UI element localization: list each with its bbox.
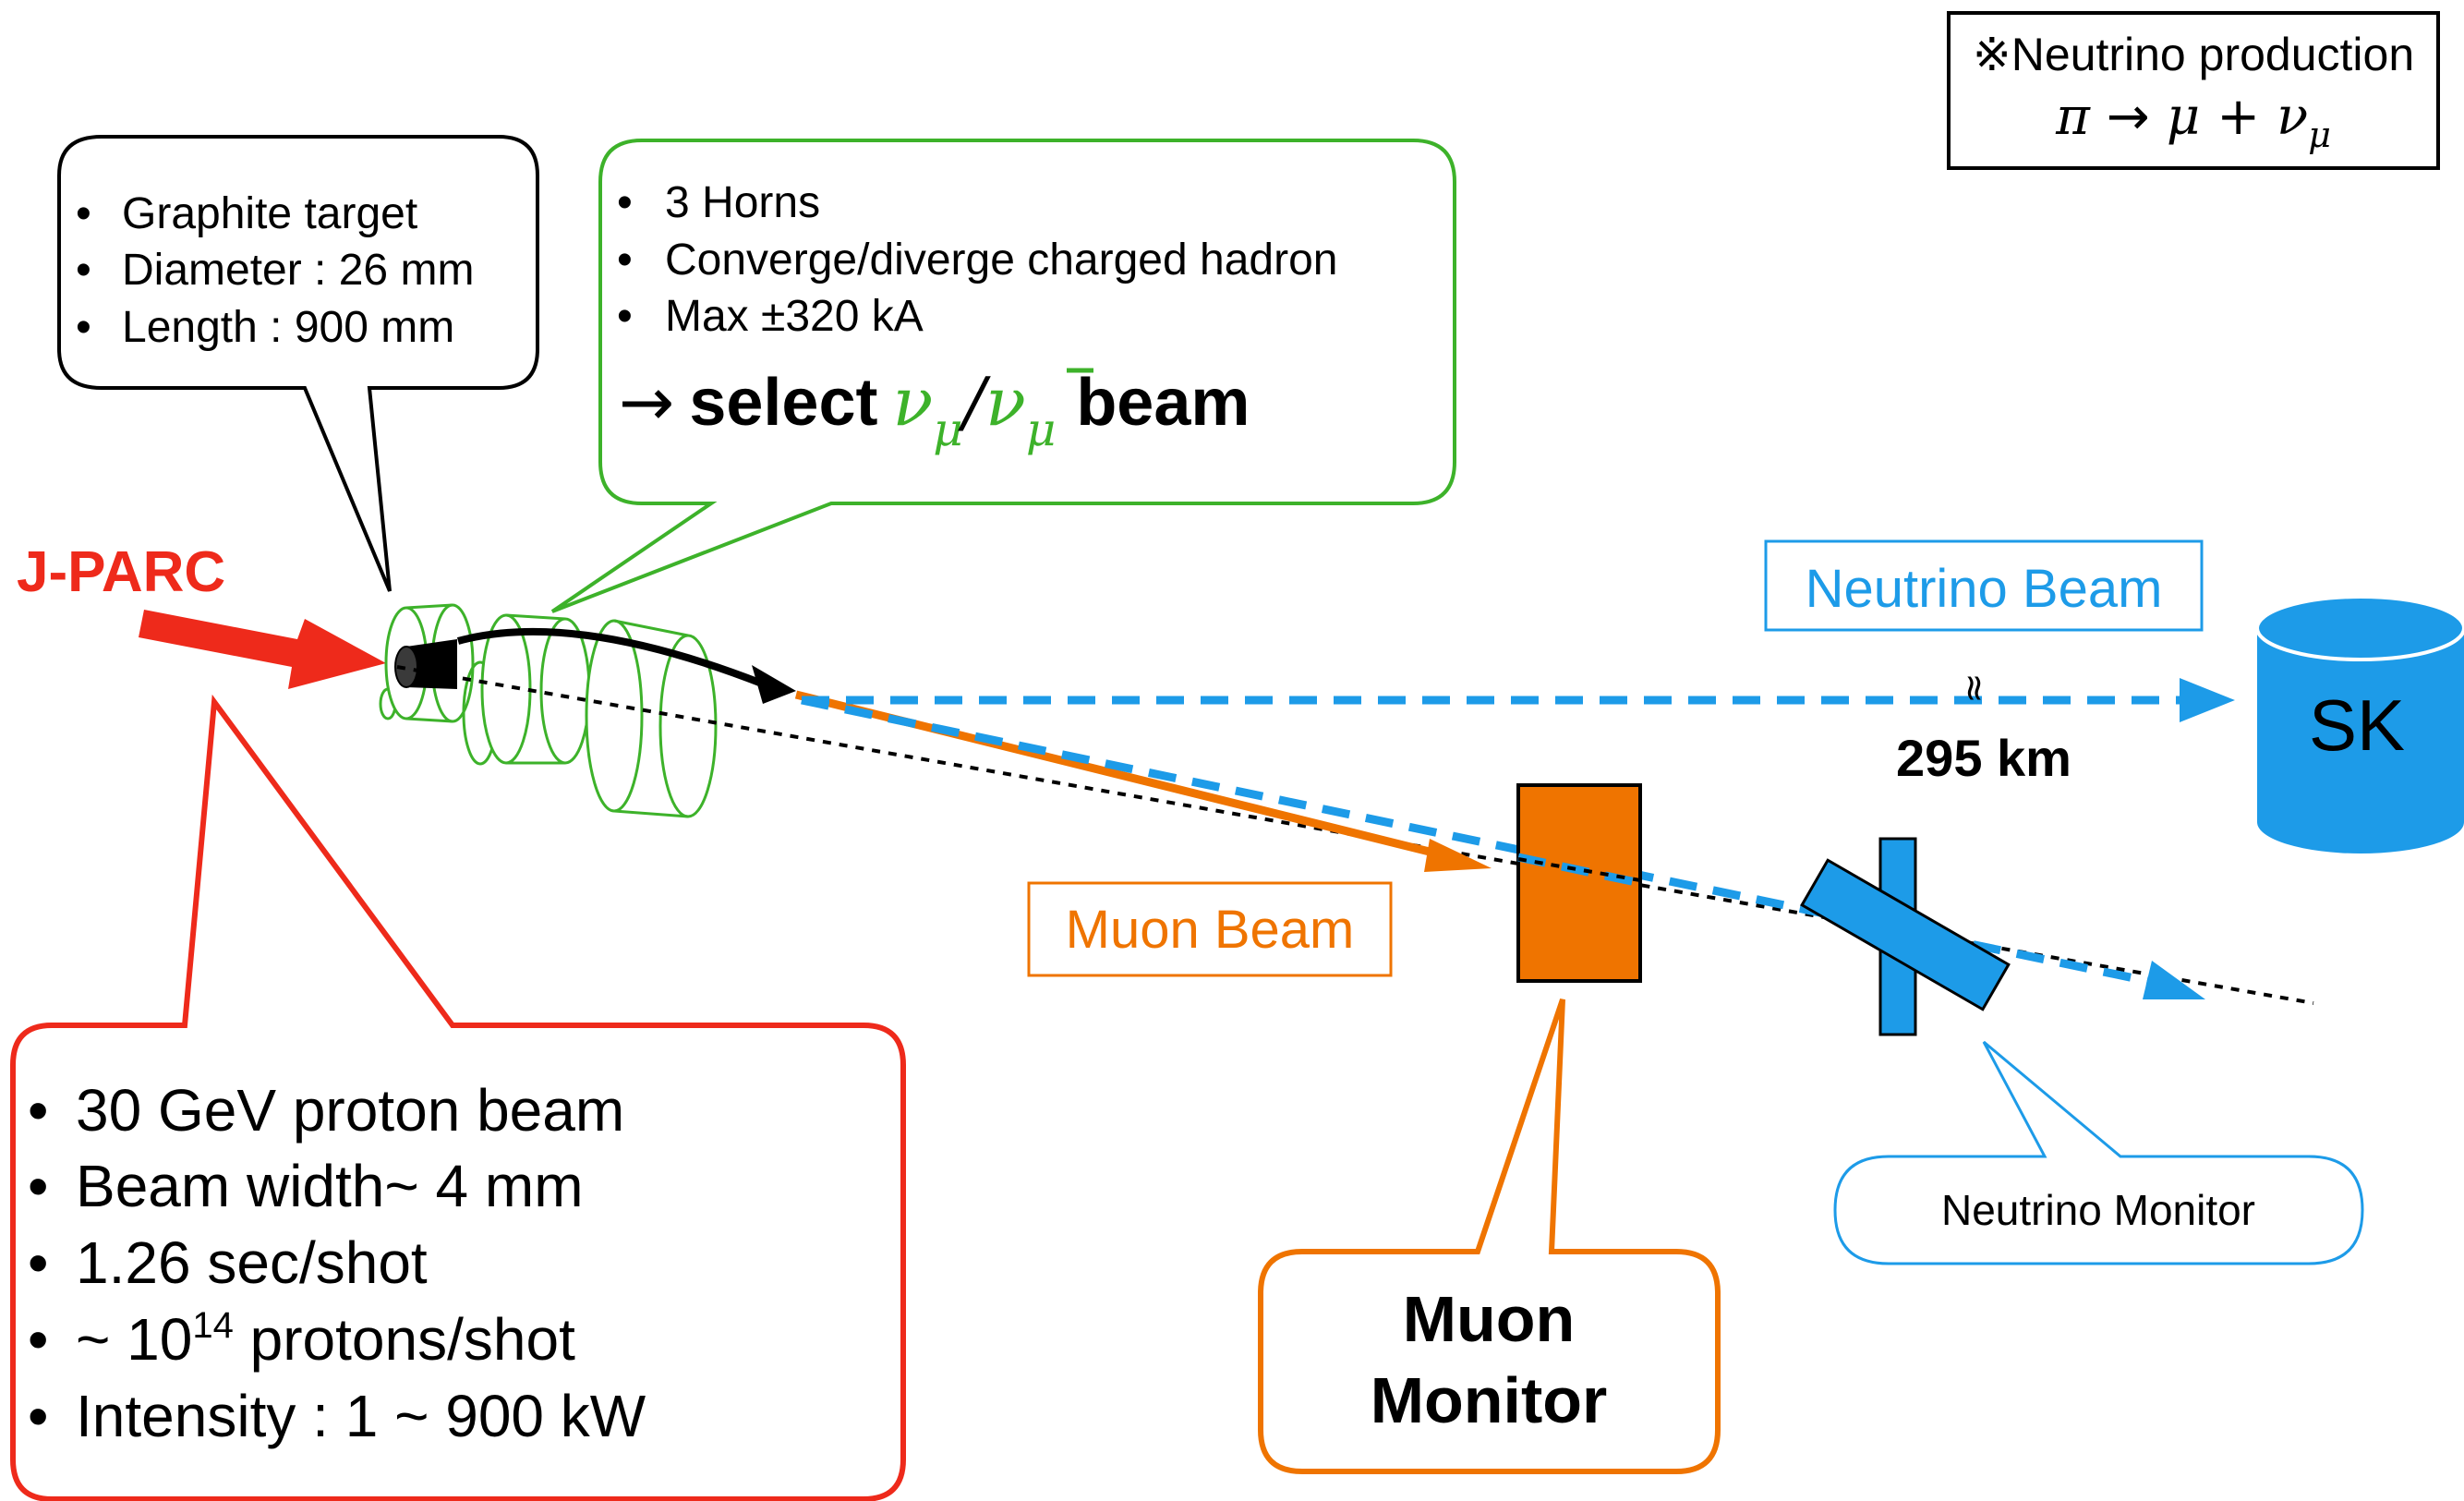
anti-nu-mu-sub: μ	[1026, 403, 1057, 456]
target-callout-bubble	[57, 135, 539, 592]
graphite-target	[406, 639, 457, 689]
sk-detector: SK	[2255, 595, 2464, 853]
neutrino-beam-label-box	[1764, 539, 2204, 632]
pion-decay-formula: π→μ+νμ	[2055, 87, 2331, 155]
select-beam-word: beam	[1076, 366, 1250, 440]
horn-item-3: Max ±320 kA	[665, 292, 924, 341]
horn-3	[658, 634, 718, 818]
graphite-target-face	[394, 646, 418, 688]
formula-plus: +	[2216, 87, 2260, 147]
sk-label: SK	[2309, 684, 2405, 766]
proton-callout-bubble	[10, 694, 906, 1501]
muon-monitor-label-line-1: Muon	[1403, 1283, 1576, 1355]
anti-nu-mu-symbol: ν	[985, 363, 1026, 441]
target-bullet-1: •	[76, 189, 91, 238]
muon-monitor-bubble	[1258, 999, 1721, 1474]
muon-monitor-block	[1516, 783, 1642, 983]
formula-pi: π	[2055, 87, 2091, 147]
horn-bullet-3: •	[617, 292, 633, 341]
proton-item-4-suffix: protons/shot	[234, 1306, 575, 1373]
horn-item-1: 3 Horns	[665, 178, 820, 227]
horn-bullet-1: •	[617, 178, 633, 227]
neutrino-monitor-callout: Neutrino Monitor	[1833, 1040, 2364, 1265]
proton-item-1: 30 GeV proton beam	[76, 1077, 624, 1144]
sk-body	[2257, 628, 2464, 853]
sk-top	[2255, 595, 2464, 661]
proton-bullet-3: •	[28, 1229, 48, 1296]
proton-bullet-1: •	[28, 1077, 48, 1144]
note-title: ※Neutrino production	[1973, 29, 2414, 80]
proton-bullet-4: •	[28, 1306, 48, 1373]
neutrino-monitor-offaxis	[1800, 858, 2011, 1011]
target-item-1: Graphite target	[122, 189, 417, 238]
target-item-3: Length : 900 mm	[122, 303, 454, 352]
formula-mu: μ	[2167, 87, 2200, 147]
target-callout: • Graphite target • Diameter : 26 mm • L…	[57, 135, 539, 592]
proton-callout: • 30 GeV proton beam • Beam width~ 4 mm …	[10, 694, 906, 1501]
muon-monitor-label-line-2: Monitor	[1371, 1364, 1608, 1436]
proton-item-2: Beam width~ 4 mm	[76, 1153, 584, 1219]
muon-beam-label-box	[1027, 881, 1393, 977]
horn-callout-bubble	[550, 139, 1456, 613]
formula-nu-sub: μ	[2308, 115, 2331, 155]
distance-label: 295 km	[1896, 729, 2071, 787]
neutrino-monitor-bubble	[1833, 1040, 2364, 1265]
horn-callout: • 3 Horns • Converge/diverge charged had…	[550, 139, 1456, 613]
proton-item-4: ~ 1014 protons/shot	[76, 1305, 575, 1373]
target-item-2: Diameter : 26 mm	[122, 246, 474, 295]
proton-bullet-2: •	[28, 1153, 48, 1219]
nu-mu-sub: μ	[933, 403, 963, 456]
proton-beam-arrow	[139, 610, 386, 689]
neutrino-beam-arrowhead	[2180, 678, 2235, 722]
nu-mu-symbol: ν	[892, 363, 933, 441]
formula-nu: ν	[2277, 87, 2308, 147]
axis-through-monitor	[1517, 857, 1641, 882]
select-word: select	[689, 366, 877, 440]
proton-item-3: 1.26 sec/shot	[76, 1229, 428, 1296]
target-bullet-2: •	[76, 246, 91, 295]
muon-monitor-callout: Muon Monitor	[1258, 999, 1721, 1474]
jparc-label: J-PARC	[17, 540, 225, 604]
neutrino-monitor-label: Neutrino Monitor	[1941, 1186, 2255, 1234]
neutrino-axis-arrowhead	[2143, 961, 2205, 999]
proton-item-4-prefix: ~ 10	[76, 1306, 192, 1373]
horn-3-back	[585, 619, 644, 813]
note-box-frame	[1947, 11, 2440, 170]
distance-break-mark: ≈	[1953, 672, 1996, 704]
charged-hadron-path	[456, 627, 764, 687]
proton-bullet-5: •	[28, 1383, 48, 1449]
charged-hadron-arrowhead	[752, 665, 796, 704]
neutrino-production-note: ※Neutrino production π→μ+νμ	[1947, 11, 2440, 170]
formula-arrow: →	[2107, 87, 2150, 147]
neutrino-beam-label: Neutrino Beam	[1806, 559, 2163, 619]
proton-item-4-exponent: 14	[192, 1305, 234, 1346]
horn-item-2: Converge/diverge charged hadron	[665, 236, 1337, 284]
horn-system	[379, 603, 718, 818]
select-arrow: →	[619, 363, 674, 441]
muon-beam-label: Muon Beam	[1066, 900, 1355, 960]
muon-beam-arrowhead	[1424, 839, 1492, 872]
horn-bullet-2: •	[617, 236, 633, 284]
neutrino-monitor	[1800, 837, 2011, 1036]
proton-item-5: Intensity : 1 ~ 900 kW	[76, 1383, 646, 1449]
target-bullet-3: •	[76, 303, 91, 352]
horn-2	[539, 617, 591, 765]
